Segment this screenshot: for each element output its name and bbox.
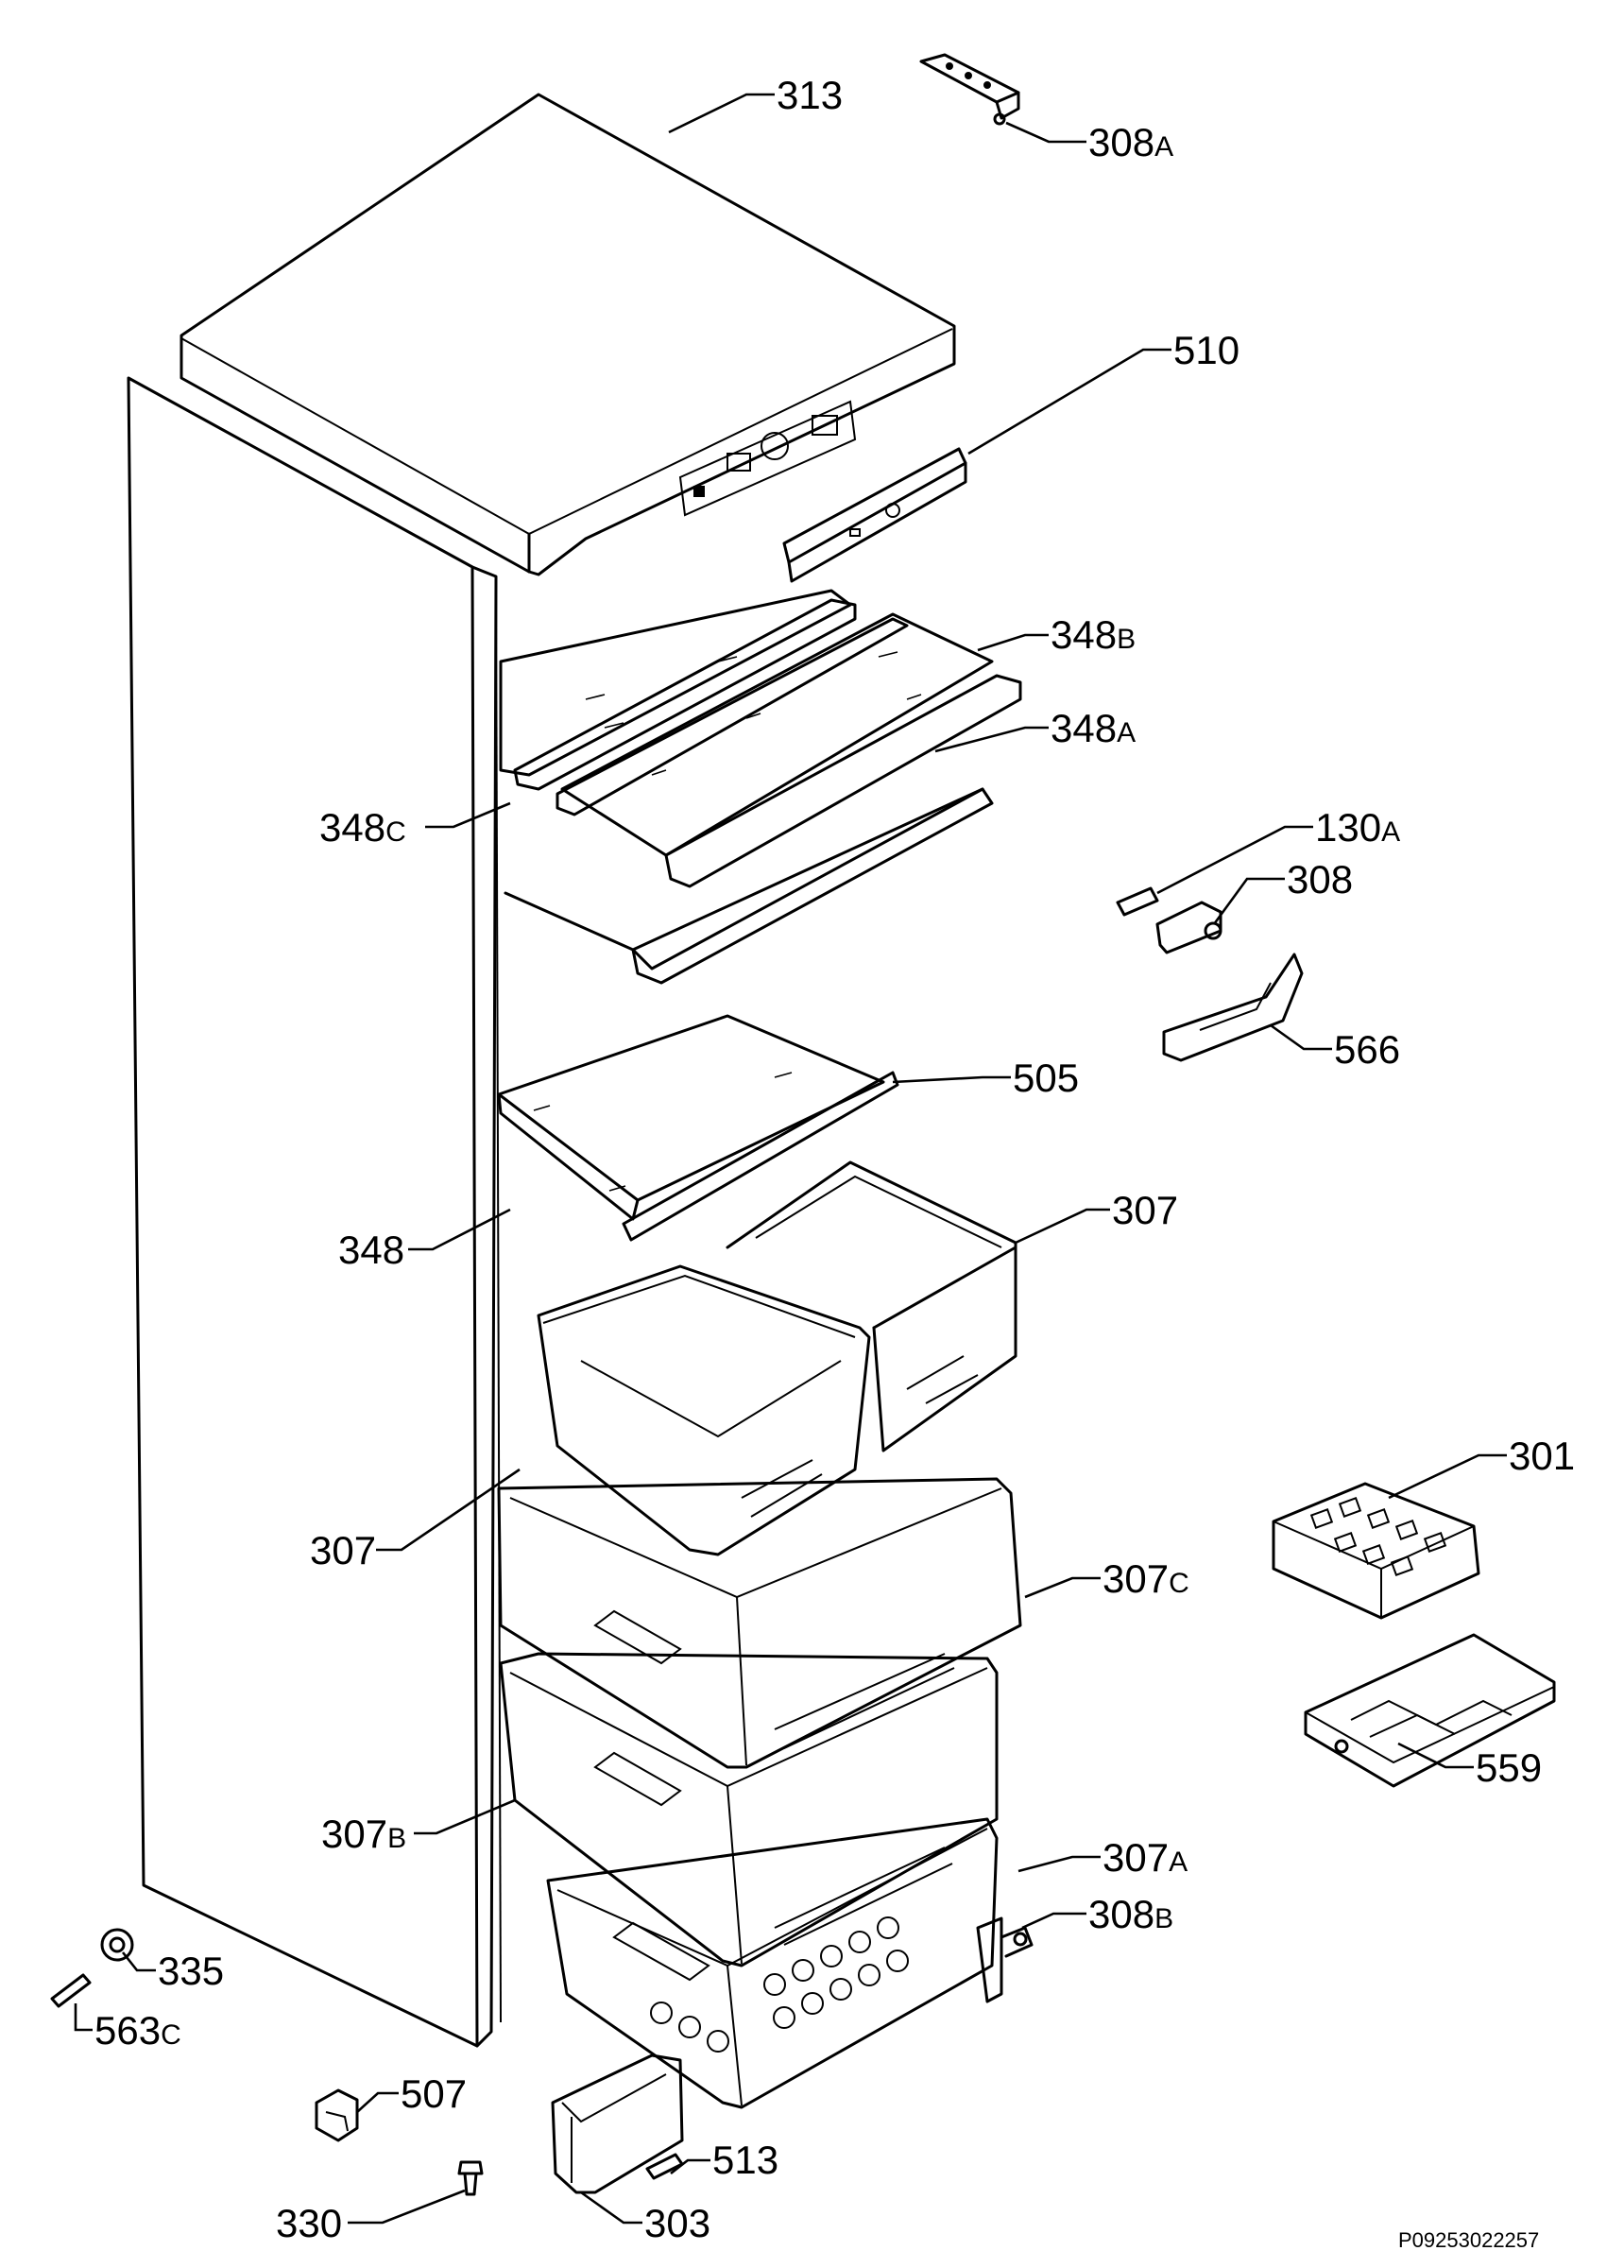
part-labels: 313 308A 510 348B 348A 348C 130A 308 566… bbox=[94, 73, 1575, 2245]
adjustable-foot bbox=[457, 2160, 484, 2196]
label-348b: 348B bbox=[1051, 612, 1136, 657]
label-505: 505 bbox=[1013, 1056, 1079, 1100]
kick-plate bbox=[551, 2053, 684, 2194]
middle-glass-shelf bbox=[497, 1014, 899, 1242]
label-307a: 307A bbox=[1103, 1835, 1188, 1880]
label-308b: 308B bbox=[1088, 1892, 1173, 1936]
control-panel-trim bbox=[782, 447, 967, 583]
label-313: 313 bbox=[777, 73, 843, 117]
label-303: 303 bbox=[644, 2201, 710, 2245]
label-510: 510 bbox=[1173, 328, 1239, 372]
drawer-307a bbox=[546, 1817, 999, 2109]
label-330: 330 bbox=[276, 2201, 342, 2245]
label-348: 348 bbox=[338, 1228, 404, 1272]
label-513: 513 bbox=[712, 2138, 778, 2182]
label-301: 301 bbox=[1509, 1434, 1575, 1478]
cabinet-body bbox=[127, 376, 502, 2048]
label-566: 566 bbox=[1334, 1027, 1400, 1072]
label-507: 507 bbox=[401, 2071, 467, 2116]
top-hinge bbox=[919, 53, 1020, 126]
lower-hinge bbox=[976, 1916, 1034, 2003]
label-307b: 307B bbox=[321, 1812, 406, 1856]
label-307-right: 307 bbox=[1112, 1188, 1178, 1232]
label-307c: 307C bbox=[1103, 1556, 1189, 1601]
top-cover bbox=[179, 93, 956, 576]
label-563c: 563C bbox=[94, 2008, 181, 2053]
feet-small-parts bbox=[50, 1928, 134, 2008]
label-308: 308 bbox=[1287, 857, 1353, 902]
reference-code: P09253022257 bbox=[1398, 2228, 1539, 2252]
label-559: 559 bbox=[1476, 1745, 1542, 1790]
drawer-307b bbox=[499, 1652, 999, 1967]
ice-tray-lid bbox=[1304, 1633, 1556, 1788]
label-348a: 348A bbox=[1051, 706, 1136, 750]
label-308a: 308A bbox=[1088, 120, 1173, 164]
upper-shelves bbox=[499, 589, 1022, 985]
label-348c: 348C bbox=[319, 805, 406, 850]
ice-cube-tray bbox=[1272, 1482, 1480, 1620]
hinge-parts-right bbox=[1116, 886, 1304, 1062]
upper-drawers bbox=[537, 1160, 1017, 1556]
clip-507 bbox=[315, 2088, 359, 2142]
drawer-307c bbox=[497, 1477, 1022, 1769]
leader-lines bbox=[74, 93, 1507, 2225]
label-307-left: 307 bbox=[310, 1528, 376, 1572]
label-130a: 130A bbox=[1315, 805, 1400, 850]
label-335: 335 bbox=[158, 1949, 224, 1993]
